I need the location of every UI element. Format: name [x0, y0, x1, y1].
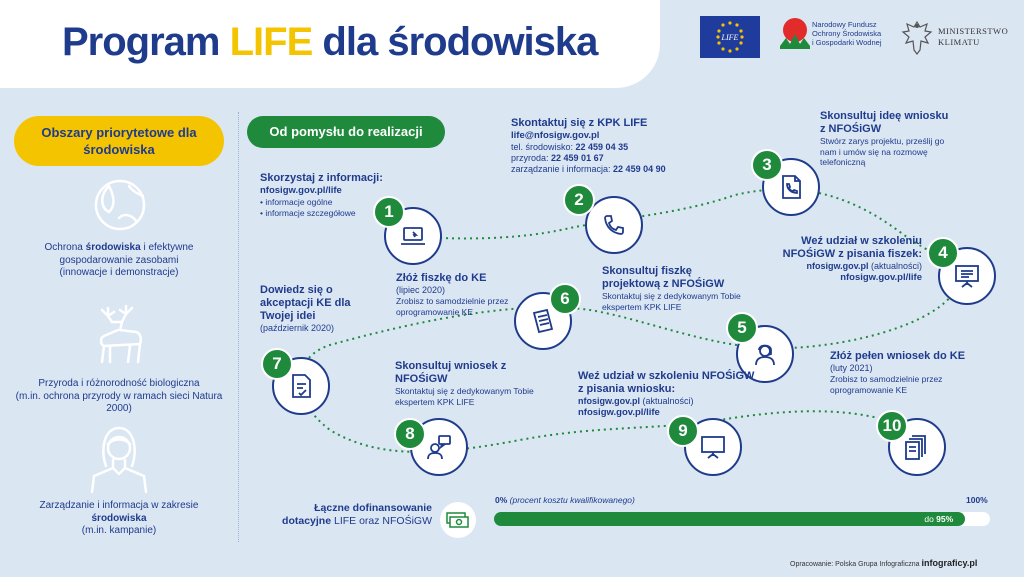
step-10-number: 10 — [876, 410, 908, 442]
step-3-text: Skonsultuj ideę wniosku z NFOŚiGW Stwórz… — [820, 110, 949, 167]
consultant-icon — [755, 344, 775, 366]
document-phone-icon — [782, 175, 801, 199]
priority-area-governance: Zarządzanie i informacja w zakresie środ… — [39, 500, 199, 536]
ministry-logo-text: MINISTERSTWO KLIMATU — [938, 26, 1009, 47]
step-6-text: Złóż fiszkę do KE (lipiec 2020) Zrobisz … — [396, 272, 509, 317]
credits: Opracowanie: Polska Grupa Infograficzna … — [790, 558, 978, 568]
nfosigw-logo-mark — [778, 16, 812, 58]
step-6-number: 6 — [549, 283, 581, 315]
document-check-icon — [292, 374, 311, 398]
funding-progress-bar: do 95% — [494, 512, 990, 526]
funding-progress-label: do 95% — [924, 514, 954, 524]
roadmap-heading: Od pomysłu do realizacji — [247, 116, 445, 148]
partner-logos: LIFE Narodowy Fundusz Ochrony Środowiska… — [700, 14, 1020, 64]
priority-areas-panel: Obszary priorytetowe dla środowiska Ochr… — [14, 116, 234, 556]
eagle-emblem-icon — [900, 18, 934, 58]
funding-max-label: 100% — [966, 495, 988, 505]
svg-text:LIFE: LIFE — [721, 33, 739, 42]
panel-divider — [238, 112, 239, 542]
step-1-text: Skorzystaj z informacji: nfosigw.gov.pl/… — [260, 172, 383, 218]
funding-min-label: 0% (procent kosztu kwalifikowanego) — [495, 495, 635, 505]
step-4-circle — [938, 247, 996, 305]
step-8-number: 8 — [394, 418, 426, 450]
step-4-text: Weź udział w szkoleniu NFOŚiGW z pisania… — [782, 235, 922, 283]
papers-icon — [532, 308, 554, 334]
step-2-number: 2 — [563, 184, 595, 216]
step-5-text: Skonsultuj fiszkę projektową z NFOŚiGW S… — [602, 265, 741, 312]
documents-stack-icon — [905, 435, 926, 460]
woman-icon — [86, 422, 152, 494]
step-9-text: Weź udział w szkoleniu NFOŚiGW z pisania… — [578, 370, 755, 418]
eu-life-logo: LIFE — [700, 16, 760, 58]
step-2-circle — [585, 196, 643, 254]
chat-person-icon — [427, 435, 451, 460]
page-title: Program LIFE dla środowiska — [62, 20, 598, 64]
step-5-number: 5 — [726, 312, 758, 344]
step-7-number: 7 — [261, 348, 293, 380]
funding-label: Łączne dofinansowanie dotacyjne LIFE ora… — [282, 502, 432, 527]
priority-area-environment: Ochrona środowiska i efektywne gospodaro… — [44, 242, 194, 278]
step-8-text: Skonsultuj wniosek z NFOŚiGW Skontaktuj … — [395, 360, 534, 407]
step-7-text: Dowiedz się o akceptacji KE dla Twojej i… — [260, 284, 351, 333]
step-10-text: Złóż pełen wniosek do KE (luty 2021) Zro… — [830, 350, 966, 395]
step-3-number: 3 — [751, 149, 783, 181]
header-banner: Program LIFE dla środowiska — [0, 0, 660, 88]
step-2-text: Skontaktuj się z KPK LIFE life@nfosigw.g… — [511, 117, 666, 174]
step-1-number: 1 — [373, 196, 405, 228]
step-1-circle — [384, 207, 442, 265]
step-9-number: 9 — [667, 415, 699, 447]
presentation-board-icon — [701, 436, 725, 459]
banknotes-icon — [440, 502, 476, 538]
phone-icon — [604, 215, 624, 235]
presentation-board-icon — [955, 265, 979, 288]
step-4-number: 4 — [927, 237, 959, 269]
priority-areas-heading: Obszary priorytetowe dla środowiska — [14, 116, 224, 166]
globe-leaf-icon — [89, 172, 151, 234]
infograficy-logo: infograficy.pl — [921, 558, 978, 568]
nfosigw-logo-text: Narodowy Fundusz Ochrony Środowiska i Go… — [812, 20, 882, 47]
deer-icon — [82, 302, 156, 366]
laptop-icon — [401, 227, 425, 245]
funding-progress-fill: do 95% — [494, 512, 966, 526]
priority-area-nature: Przyroda i różnorodność biologiczna (m.i… — [15, 378, 223, 414]
